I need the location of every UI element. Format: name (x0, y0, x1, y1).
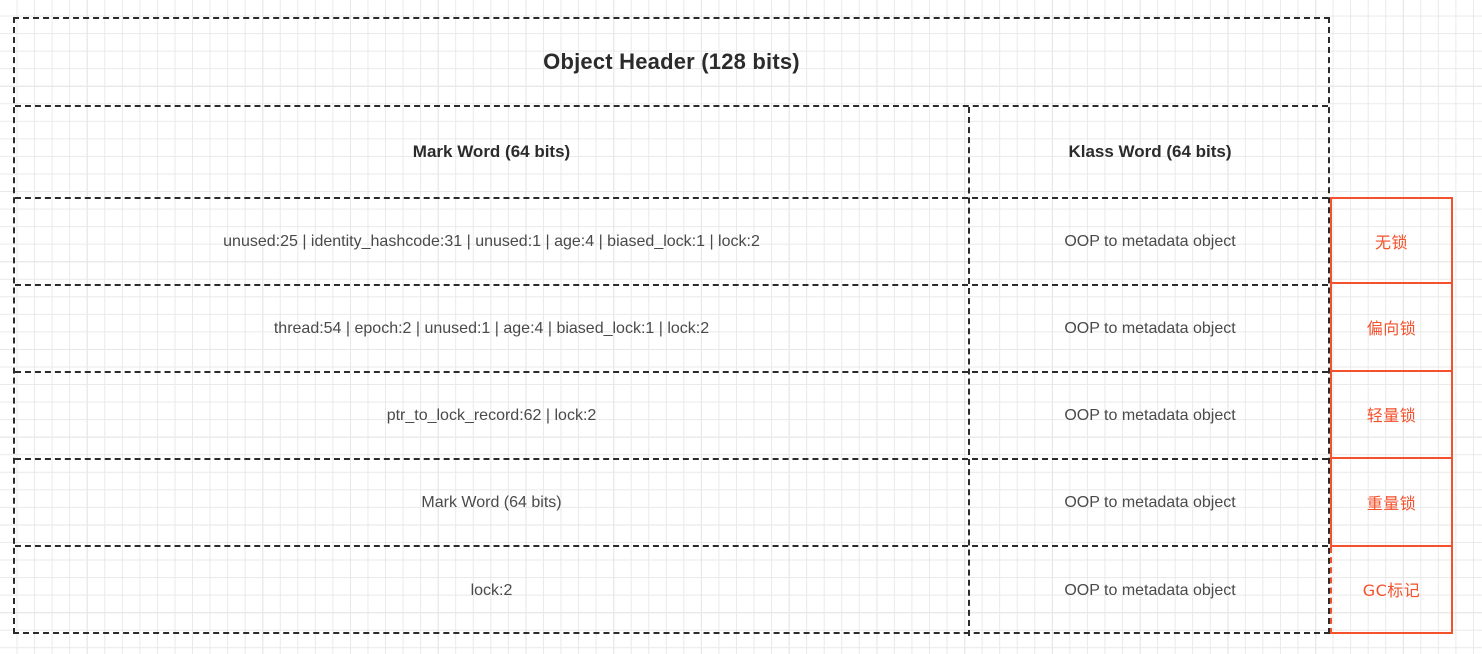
klass-word-text: OOP to metadata object (1064, 582, 1236, 599)
mark-word-cell-row-3: ptr_to_lock_record:62 | lock:2 (15, 373, 968, 460)
mark-word-cell-row-2: thread:54 | epoch:2 | unused:1 | age:4 |… (15, 286, 968, 373)
klass-word-text: OOP to metadata object (1064, 232, 1236, 250)
mark-word-header-label: Mark Word (64 bits) (412, 142, 571, 161)
mark-word-text: thread:54 | epoch:2 | unused:1 | age:4 |… (273, 319, 710, 337)
lock-state-box-gc-mark: GC标记 (1330, 546, 1453, 634)
mark-word-text: Mark Word (64 bits) (421, 493, 562, 511)
mark-word-text: ptr_to_lock_record:62 | lock:2 (386, 406, 597, 424)
klass-word-cell-row-2: OOP to metadata object (972, 286, 1328, 373)
klass-word-cell-row-5: OOP to metadata object (972, 547, 1328, 635)
mark-word-column: Mark Word (64 bits) unused:25 | identity… (15, 107, 970, 636)
object-header-diagram: Object Header (128 bits) Mark Word (64 b… (13, 17, 1330, 636)
klass-word-text: OOP to metadata object (1064, 319, 1236, 337)
lock-state-label: 偏向锁 (1366, 319, 1417, 339)
klass-word-cell-row-4: OOP to metadata object (972, 460, 1328, 547)
mark-word-text: unused:25 | identity_hashcode:31 | unuse… (223, 232, 760, 250)
lock-state-box-biased-lock: 偏向锁 (1330, 284, 1453, 372)
lock-state-column: 无锁 偏向锁 轻量锁 重量锁 GC标记 (1330, 197, 1453, 634)
lock-state-label: 轻量锁 (1366, 406, 1417, 426)
mark-word-cell-row-4: Mark Word (64 bits) (15, 460, 968, 547)
klass-word-cell-row-3: OOP to metadata object (972, 373, 1328, 460)
klass-word-text: OOP to metadata object (1064, 406, 1236, 424)
mark-word-cell-row-1: unused:25 | identity_hashcode:31 | unuse… (15, 199, 968, 286)
klass-word-column: Klass Word (64 bits) OOP to metadata obj… (972, 107, 1328, 636)
lock-state-box-heavyweight-lock: 重量锁 (1330, 459, 1453, 547)
mark-word-cell-row-5: lock:2 (15, 547, 968, 635)
lock-state-label: 无锁 (1374, 232, 1408, 252)
object-header-title-row: Object Header (128 bits) (15, 19, 1328, 107)
klass-word-column-header: Klass Word (64 bits) (972, 107, 1328, 199)
klass-word-header-label: Klass Word (64 bits) (1068, 142, 1232, 161)
diagram-body: Mark Word (64 bits) unused:25 | identity… (15, 107, 1328, 636)
lock-state-box-lightweight-lock: 轻量锁 (1330, 371, 1453, 460)
page-title: Object Header (128 bits) (543, 49, 800, 74)
lock-state-box-no-lock: 无锁 (1330, 197, 1453, 285)
mark-word-text: lock:2 (470, 582, 513, 599)
klass-word-cell-row-1: OOP to metadata object (972, 199, 1328, 286)
klass-word-text: OOP to metadata object (1064, 493, 1236, 511)
mark-word-column-header: Mark Word (64 bits) (15, 107, 968, 199)
lock-state-label: GC标记 (1362, 581, 1421, 601)
lock-state-label: 重量锁 (1366, 493, 1417, 513)
